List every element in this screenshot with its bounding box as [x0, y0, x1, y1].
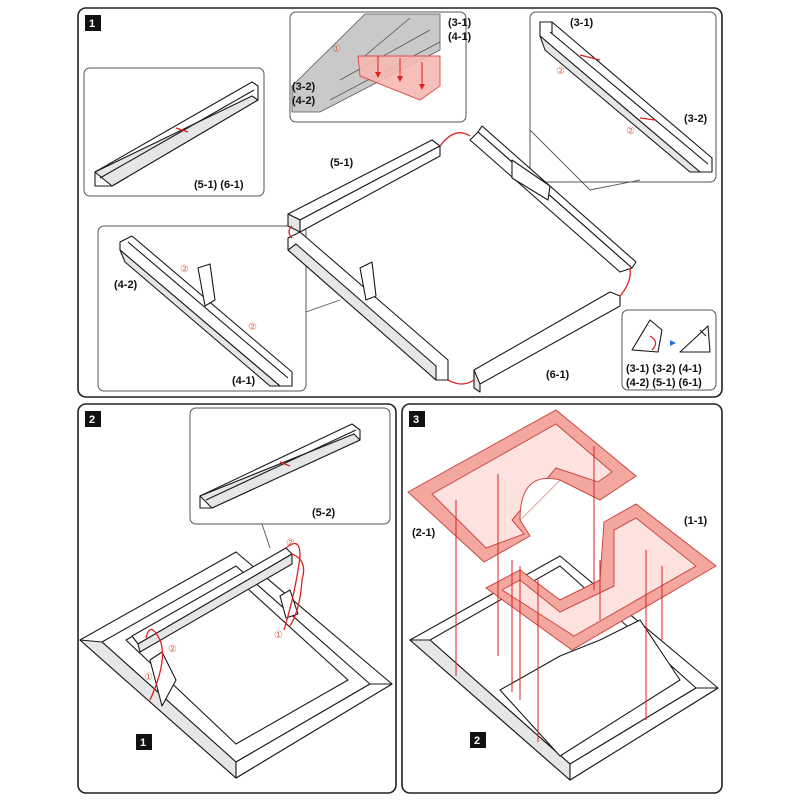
strip-detail-inset-right: ② ② (3-1) (3-2)	[529, 11, 717, 191]
step-3-number: 3	[413, 414, 419, 426]
marker-two: ②	[248, 322, 257, 333]
step-1-panel: 1 ① (3-1) (4-1) (3-2) (4-2)	[77, 7, 723, 398]
ref-step-2-badge	[470, 732, 486, 748]
label-3-1: (3-1)	[448, 17, 472, 29]
label-4-1-lower: (4-1)	[232, 375, 256, 387]
step-2-number: 2	[89, 414, 95, 426]
label-4-2: (4-2)	[292, 95, 316, 107]
base-frame-step3	[409, 555, 719, 781]
step-2-panel: 2 (5-2) ②	[77, 403, 397, 794]
marker-two: ②	[286, 538, 295, 549]
marker-two: ②	[180, 264, 189, 275]
step-1-badge	[85, 15, 101, 31]
marker-two: ②	[168, 644, 177, 655]
label-5-1-6-1: (5-1) (6-1)	[194, 179, 244, 191]
legend-row-2: (4-2) (5-1) (6-1)	[626, 377, 702, 389]
marker-two: ②	[556, 66, 565, 77]
strip-detail-inset-lower: ② ② (4-2) (4-1)	[97, 225, 341, 392]
label-3-2: (3-2)	[292, 81, 316, 93]
strip-detail-inset-left: (5-1) (6-1)	[83, 67, 265, 197]
strip-detail-inset-5-2: (5-2)	[189, 407, 391, 549]
step-1-number: 1	[89, 18, 95, 30]
label-4-2-lower: (4-2)	[114, 279, 138, 291]
label-1-1: (1-1)	[684, 515, 708, 527]
label-5-1-frame: (5-1)	[330, 157, 354, 169]
piece-1-1	[485, 503, 717, 651]
step-3-panel: 3	[401, 403, 723, 794]
frame-assembly: (5-1) (6-1)	[287, 125, 637, 393]
square-frame-step2: ② ① ② ①	[79, 538, 393, 779]
ref-step-1-badge	[136, 734, 152, 750]
piece-2-1	[407, 409, 637, 563]
step-2-badge	[85, 411, 101, 427]
label-2-1: (2-1)	[412, 527, 436, 539]
marker-one: ①	[332, 44, 341, 55]
label-5-2: (5-2)	[312, 507, 336, 519]
label-3-1-right: (3-1)	[570, 17, 594, 29]
drop-lines	[455, 446, 663, 742]
corner-legend: (3-1) (3-2) (4-1) (4-2) (5-1) (6-1)	[621, 309, 717, 391]
marker-one: ①	[274, 630, 283, 641]
marker-one: ①	[144, 672, 153, 683]
legend-row-1: (3-1) (3-2) (4-1)	[626, 363, 702, 375]
label-3-2-right: (3-2)	[684, 113, 708, 125]
label-4-1: (4-1)	[448, 31, 472, 43]
ref-step-2-number: 2	[474, 735, 480, 747]
step-3-badge	[409, 411, 425, 427]
ref-step-1-number: 1	[140, 737, 146, 749]
fold-detail-inset: ① (3-1) (4-1) (3-2) (4-2)	[289, 11, 472, 123]
arrow-icon	[670, 340, 676, 346]
label-6-1-frame: (6-1)	[546, 369, 570, 381]
marker-two: ②	[626, 126, 635, 137]
